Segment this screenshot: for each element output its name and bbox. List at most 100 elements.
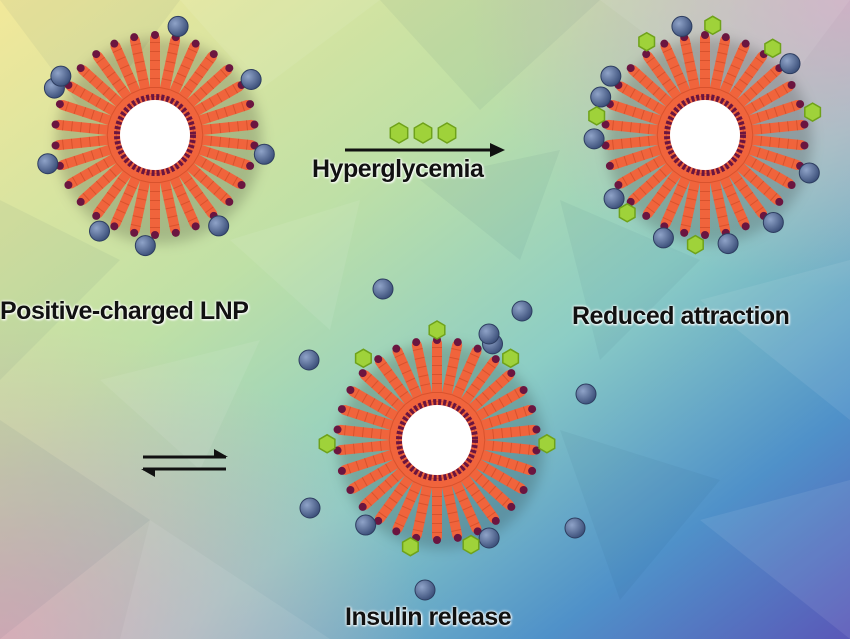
lipid-head [626, 64, 635, 73]
lnp-inner-ring [664, 94, 746, 176]
glucose-hexagon-icon [686, 234, 704, 255]
lipid-head [191, 39, 200, 48]
facet-polygon [560, 200, 700, 360]
lipid-tail-segments [158, 39, 181, 99]
lipid-tail-segments [611, 141, 671, 170]
lipid-tail-segments [58, 119, 118, 137]
lipid-head [528, 466, 537, 475]
lipid-head [392, 344, 401, 353]
reduced-attraction-label: Reduced attraction [572, 302, 790, 330]
lipid-head [333, 425, 342, 434]
lipid-head [209, 50, 218, 59]
insulin-sphere-icon [600, 65, 622, 87]
insulin-sphere-icon [253, 143, 275, 165]
lipid-head [110, 222, 119, 231]
lipid-tail-segments [467, 387, 524, 426]
glucose-hexagon-icon [588, 106, 606, 126]
lipid-head [453, 533, 462, 542]
lipid-tail-segments [58, 133, 118, 151]
lipid-head [337, 466, 346, 475]
lnp-inner-ring [396, 399, 478, 481]
facet-polygon [120, 520, 330, 639]
facet-polygon [100, 340, 260, 470]
lipid-tail-segments [643, 162, 687, 217]
hyperglycemia-label: Hyperglycemia [312, 155, 484, 183]
lipid-tail-segments [461, 371, 513, 419]
lipid-head [787, 181, 796, 189]
lipid-head [130, 228, 139, 237]
lipid-head [346, 486, 355, 494]
lipid-tail-segments [411, 344, 434, 404]
lipid-tail-segments [723, 162, 767, 217]
lipid-head [491, 355, 500, 364]
lipid-head [721, 33, 730, 42]
lipid-tail-segments [618, 82, 675, 121]
lipid-head [171, 228, 180, 237]
facet-polygon [0, 420, 150, 639]
lipid-tail-segments [660, 44, 695, 103]
glucose-hexagon-icon [764, 38, 782, 59]
insulin-sphere-icon [564, 517, 586, 539]
hyperglycemia-arrow [345, 143, 505, 157]
lipid-tail-segments [189, 141, 249, 170]
lipid-head [642, 50, 651, 59]
lipid-head [796, 100, 805, 109]
insulin-sphere-icon [511, 300, 533, 322]
reduced-attraction-lnp-particle [583, 15, 822, 255]
lipid-tail-segments [179, 156, 231, 204]
insulin-sphere-icon [355, 514, 377, 536]
lipid-tail-segments [350, 387, 407, 426]
lipid-head [246, 100, 255, 109]
lipid-head [64, 181, 73, 189]
lipid-tail-segments [192, 133, 252, 151]
lipid-tail-segments [629, 156, 681, 204]
lipid-tail-segments [729, 156, 781, 204]
insulin-release-label: Insulin release [345, 603, 512, 631]
lipid-head [787, 81, 796, 89]
lipid-tail-segments [392, 349, 427, 408]
lipid-head [51, 141, 60, 150]
lipid-head [191, 222, 200, 231]
insulin-sphere-icon [575, 383, 597, 405]
lnp-core [670, 100, 740, 170]
positive-lnp-label: Positive-charged LNP [0, 297, 249, 325]
insulin-sphere-icon [590, 86, 612, 108]
insulin-sphere-icon [478, 527, 500, 549]
lipid-tail-segments [643, 53, 687, 108]
lipid-head [473, 344, 482, 353]
lnp-core [120, 100, 190, 170]
insulin-sphere-icon [717, 233, 739, 255]
lipid-tail-segments [185, 149, 242, 188]
lipid-head [346, 386, 355, 394]
lipid-head [601, 141, 610, 150]
lipid-tail-segments [411, 476, 434, 536]
glucose-hexagon-icon [538, 433, 556, 454]
lipid-head [76, 197, 85, 206]
lipid-tail-segments [739, 141, 799, 170]
lipid-head [110, 39, 119, 48]
lipid-head [433, 536, 441, 544]
lipid-tail-segments [708, 39, 731, 99]
glucose-molecules [389, 122, 457, 144]
insulin-sphere-icon [167, 15, 189, 37]
lipid-head [92, 50, 101, 59]
insulin-sphere-icon [240, 69, 262, 90]
lipid-tail-segments [361, 371, 413, 419]
lipid-tail-segments [158, 171, 181, 231]
lipid-head [92, 211, 101, 220]
lipid-tail-segments [461, 461, 513, 509]
lipid-head [225, 197, 234, 206]
lipid-head [246, 161, 255, 170]
lnp-core [402, 405, 472, 475]
lipid-head [358, 502, 367, 511]
lipid-tail-segments [185, 82, 242, 121]
lipid-tail-segments [440, 476, 463, 536]
insulin-sphere-icon [583, 128, 605, 150]
lipid-head [51, 120, 60, 129]
lipid-head [237, 181, 246, 189]
lipid-head [701, 31, 709, 39]
lipid-head [519, 386, 528, 394]
lipid-tail-segments [340, 424, 400, 442]
lipid-head [660, 39, 669, 48]
